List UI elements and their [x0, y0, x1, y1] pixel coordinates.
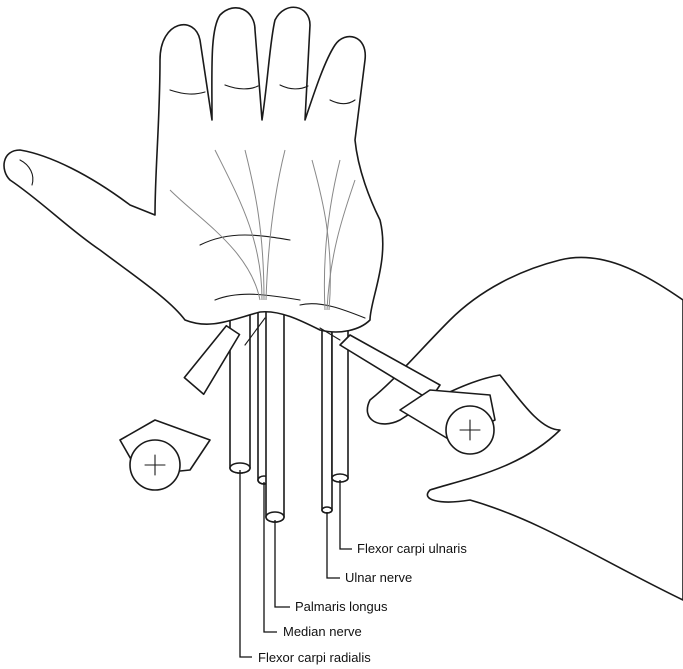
syringe-left	[119, 317, 266, 491]
tendons	[229, 299, 349, 523]
label-ulnar-nerve: Ulnar nerve	[345, 570, 413, 585]
hand-outline	[3, 6, 384, 333]
right-hand-outline	[366, 256, 683, 601]
label-flexor-carpi-radialis: Flexor carpi radialis	[258, 650, 371, 665]
palm-creases	[19, 84, 366, 319]
leader-lines	[239, 470, 352, 658]
nerve-branches	[169, 149, 356, 311]
syringe-right	[319, 327, 496, 455]
label-flexor-carpi-ulnaris: Flexor carpi ulnaris	[357, 541, 467, 556]
label-median-nerve: Median nerve	[283, 624, 362, 639]
label-palmaris-longus: Palmaris longus	[295, 599, 388, 614]
